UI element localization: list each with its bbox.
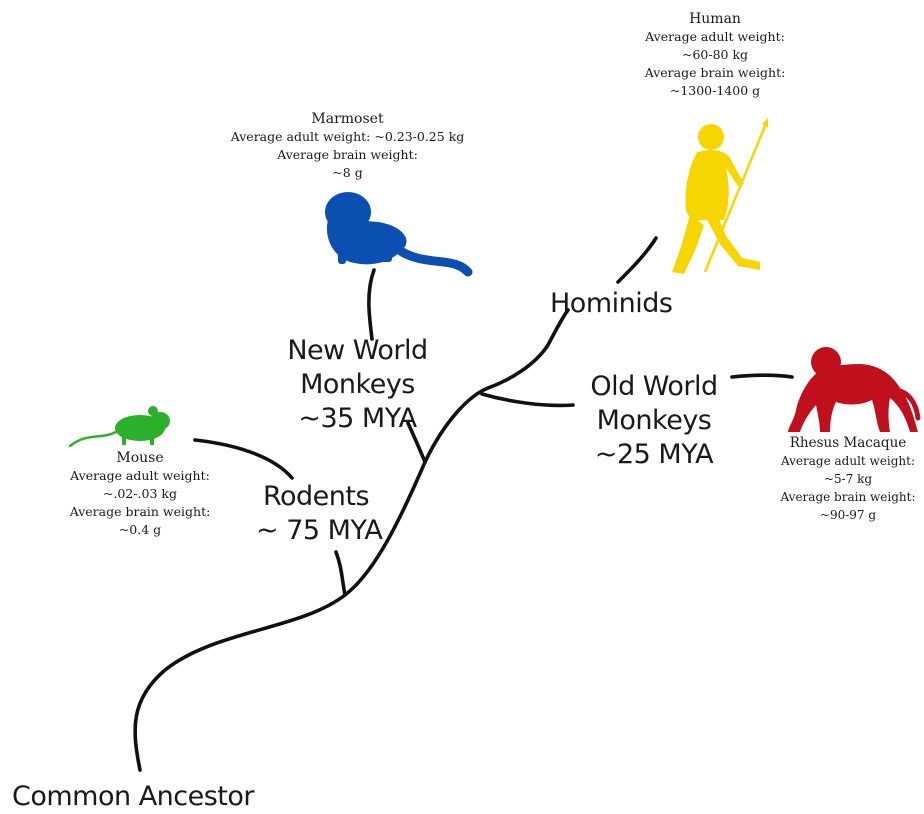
marmoset-brain-weight-value: ~8 g [332,165,363,180]
macaque-brain-weight-value: ~90-97 g [819,508,877,522]
human-name: Human [689,11,741,27]
old-world-branch [480,392,575,408]
old-world-name-line2: Monkeys [596,405,712,436]
old-world-name-line1: Old World [590,371,718,402]
rodents-age: ~ 75 MYA [256,515,383,546]
mouse-brain-weight-label: Average brain weight: [69,504,211,519]
macaque-adult-weight-label: Average adult weight: [780,454,916,468]
new-world-name-line2: Monkeys [300,369,415,400]
common-ancestor-label: Common Ancestor [12,781,255,812]
mouse-silhouette-icon [68,406,170,448]
macaque-silhouette-icon [788,347,921,432]
macaque-brain-weight-label: Average brain weight: [780,490,916,504]
tree-branches [133,236,794,772]
mouse-branch [193,438,294,480]
new-world-branch [406,421,427,464]
trunk-branch [133,308,570,772]
hominids-label: Hominids [550,288,673,319]
new-world-age: ~35 MYA [298,403,417,434]
marmoset-adult-weight: Average adult weight: ~0.23-0.25 kg [230,129,465,144]
human-silhouette-icon [672,118,768,274]
new-world-name-line1: New World [287,335,428,366]
marmoset-brain-weight-label: Average brain weight: [277,147,418,162]
human-adult-weight-value: ~60-80 kg [681,47,749,62]
old-world-monkeys-label: Old World Monkeys ~25 MYA [575,370,733,472]
macaque-info: Rhesus Macaque Average adult weight: ~5-… [772,434,924,524]
new-world-monkeys-label: New World Monkeys ~35 MYA [275,334,440,436]
macaque-adult-weight-value: ~5-7 kg [823,472,873,486]
human-brain-weight-label: Average brain weight: [644,65,786,80]
mouse-adult-weight-label: Average adult weight: [70,468,210,483]
macaque-branch [730,373,794,379]
human-info: Human Average adult weight: ~60-80 kg Av… [630,10,800,100]
marmoset-silhouette-icon [325,192,473,277]
marmoset-branch [367,268,376,341]
mouse-adult-weight-value: ~.02-.03 kg [102,486,177,501]
human-adult-weight-label: Average adult weight: [645,29,785,44]
mouse-name: Mouse [116,450,164,466]
mouse-info: Mouse Average adult weight: ~.02-.03 kg … [55,449,225,539]
human-branch [616,236,658,284]
rodents-label: Rodents ~ 75 MYA [256,480,383,548]
marmoset-info: Marmoset Average adult weight: ~0.23-0.2… [225,110,470,182]
macaque-name: Rhesus Macaque [789,435,907,451]
human-brain-weight-value: ~1300-1400 g [669,83,761,98]
old-world-age: ~25 MYA [594,439,714,470]
mouse-brain-weight-value: ~0.4 g [118,522,162,537]
rodents-name: Rodents [262,481,370,512]
rodents-branch [334,550,347,597]
marmoset-name: Marmoset [311,111,384,127]
